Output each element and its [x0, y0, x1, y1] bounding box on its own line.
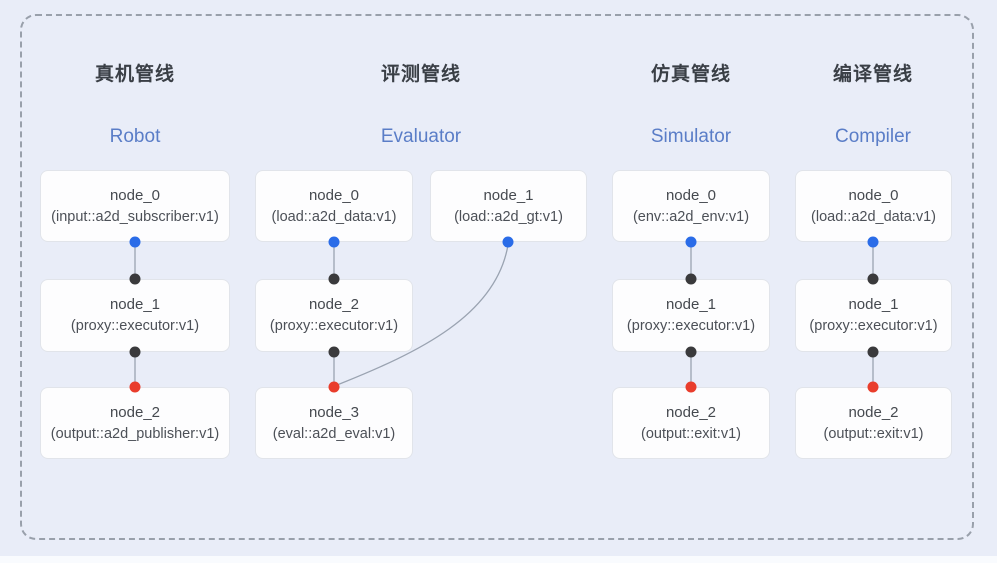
node-name: node_3 — [308, 403, 360, 421]
node-card-simulator-node_2: node_2(output::exit:v1) — [612, 387, 770, 459]
node-name: node_1 — [665, 296, 717, 313]
dark-port-dot — [328, 273, 340, 285]
node-name: node_0 — [665, 186, 717, 204]
node-name: node_2 — [308, 296, 360, 313]
pipeline-title-zh: 评测管线 — [380, 64, 461, 85]
node-name: node_1 — [109, 296, 161, 313]
red-port-dot — [129, 381, 141, 393]
node-type: (proxy::executor:v1) — [269, 318, 399, 334]
node-card-simulator-node_0: node_0(env::a2d_env:v1) — [612, 170, 770, 242]
node-card-compiler-node_1: node_1(proxy::executor:v1) — [795, 279, 952, 352]
node-card-compiler-node_0: node_0(load::a2d_data:v1) — [795, 170, 952, 242]
dark-port-dot — [685, 346, 697, 358]
node-type: (eval::a2d_eval:v1) — [272, 425, 396, 442]
red-port-dot — [328, 381, 340, 393]
pipeline-edge-evaluator-node_1-to-evaluator-node_3 — [336, 244, 509, 386]
node-type: (proxy::executor:v1) — [809, 318, 938, 334]
node-name: node_0 — [848, 186, 899, 204]
node-card-robot-node_0: node_0(input::a2d_subscriber:v1) — [40, 170, 230, 242]
node-name: node_1 — [483, 186, 534, 204]
red-port-dot — [685, 381, 697, 393]
blue-port-dot — [129, 236, 141, 248]
node-type: (input::a2d_subscriber:v1) — [51, 208, 219, 225]
dark-port-dot — [328, 346, 340, 358]
pipeline-title-en: Robot — [109, 126, 161, 147]
dark-port-dot — [685, 273, 697, 285]
node-name: node_0 — [109, 186, 161, 204]
node-type: (output::a2d_publisher:v1) — [50, 425, 220, 442]
node-type: (output::exit:v1) — [641, 425, 741, 442]
node-type: (proxy::executor:v1) — [70, 318, 200, 334]
node-name: node_0 — [308, 186, 360, 204]
pipeline-header-compiler: 编译管线 Compiler — [763, 63, 983, 149]
red-port-dot — [867, 381, 879, 393]
pipeline-title-en: Simulator — [650, 126, 732, 147]
dark-port-dot — [867, 346, 879, 358]
pipeline-title-zh: 真机管线 — [94, 64, 175, 85]
node-type: (load::a2d_data:v1) — [271, 208, 397, 225]
dark-port-dot — [129, 346, 141, 358]
blue-port-dot — [685, 236, 697, 248]
pipeline-title-zh: 编译管线 — [832, 64, 913, 85]
node-name: node_1 — [848, 296, 899, 313]
pipeline-header-simulator: 仿真管线 Simulator — [581, 63, 801, 149]
node-card-compiler-node_2: node_2(output::exit:v1) — [795, 387, 952, 459]
node-type: (load::a2d_gt:v1) — [454, 208, 563, 225]
node-type: (proxy::executor:v1) — [626, 318, 756, 334]
pipeline-header-evaluator: 评测管线 Evaluator — [311, 63, 531, 149]
pipeline-header-robot: 真机管线 Robot — [25, 63, 245, 149]
node-card-evaluator-node_2: node_2(proxy::executor:v1) — [255, 279, 413, 352]
node-card-simulator-node_1: node_1(proxy::executor:v1) — [612, 279, 770, 352]
dark-port-dot — [867, 273, 879, 285]
blue-port-dot — [328, 236, 340, 248]
pipeline-title-en: Compiler — [834, 126, 912, 147]
node-card-evaluator-node_1: node_1(load::a2d_gt:v1) — [430, 170, 587, 242]
node-card-evaluator-node_3: node_3(eval::a2d_eval:v1) — [255, 387, 413, 459]
node-type: (env::a2d_env:v1) — [632, 208, 750, 225]
dashed-frame-border — [20, 14, 974, 540]
node-name: node_2 — [848, 403, 899, 421]
node-card-robot-node_1: node_1(proxy::executor:v1) — [40, 279, 230, 352]
node-card-robot-node_2: node_2(output::a2d_publisher:v1) — [40, 387, 230, 459]
pipeline-title-zh: 仿真管线 — [650, 64, 731, 85]
node-name: node_2 — [109, 403, 161, 421]
dark-port-dot — [129, 273, 141, 285]
pipeline-title-en: Evaluator — [380, 126, 462, 147]
blue-port-dot — [867, 236, 879, 248]
blue-port-dot — [502, 236, 514, 248]
bottom-edge-fade — [0, 556, 997, 563]
node-name: node_2 — [665, 403, 717, 421]
node-type: (load::a2d_data:v1) — [811, 208, 936, 225]
node-type: (output::exit:v1) — [823, 425, 924, 442]
node-card-evaluator-node_0: node_0(load::a2d_data:v1) — [255, 170, 413, 242]
